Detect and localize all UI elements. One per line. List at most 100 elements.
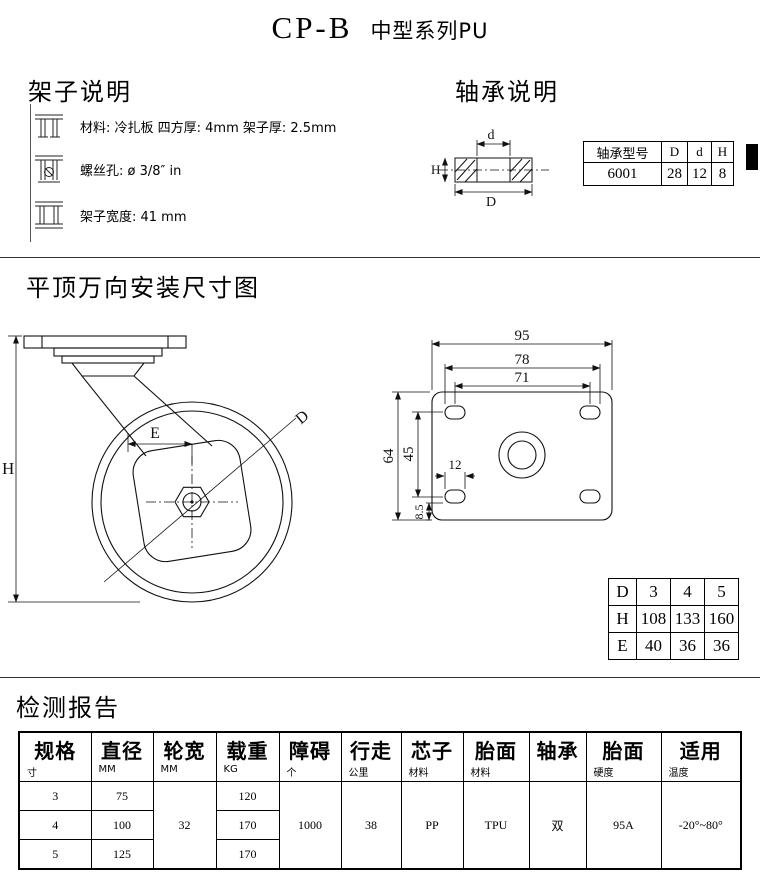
center-hole-inner (507, 440, 537, 470)
screw-hole-icon (35, 155, 63, 183)
report-section-heading: 检测报告 (16, 694, 120, 722)
section-divider (0, 257, 760, 258)
col-main-label: 障碍 (289, 739, 331, 763)
bearing-dim-H-label: H (431, 162, 440, 177)
dhe-cell: 3 (636, 578, 671, 606)
bearing-dim-d-label: d (488, 128, 495, 143)
col-main-label: 胎面 (602, 739, 645, 763)
report-cell-load: 170 (215, 839, 280, 870)
col-main-label: 轴承 (536, 739, 579, 763)
report-col-header: 行走公里 (340, 731, 402, 782)
report-cell-bearing: 双 (528, 781, 587, 870)
report-data-row: 3 75 32 120 1000 38 PP TPU 双 95A -20°~80… (18, 781, 742, 870)
report-cell-wheel-width: 32 (152, 781, 217, 870)
col-main-label: 直径 (101, 739, 143, 763)
col-unit-label: MM (160, 764, 178, 775)
col-main-label: 规格 (34, 739, 77, 763)
bolt-slot (444, 489, 466, 504)
page-edge-mark (746, 144, 758, 170)
report-cell-diameter: 75 (90, 781, 154, 811)
report-col-header: 胎面硬度 (585, 731, 662, 782)
wheel-tread-circle (100, 410, 284, 594)
report-col-header: 芯子材料 (400, 731, 464, 782)
section-divider (0, 677, 760, 678)
report-cell-temperature: -20°~80° (660, 781, 742, 870)
plate-dim-64: 64 (381, 448, 397, 464)
plate-dim-95: 95 (515, 328, 530, 344)
bearing-table-header: d (687, 141, 712, 163)
frame-screwhole-text: 螺丝孔: ø 3/8″ in (80, 163, 182, 179)
dim-E-label: E (150, 425, 160, 442)
report-col-header: 规格寸 (18, 731, 92, 782)
report-cell-load: 120 (215, 781, 280, 811)
page-title: CP-B 中型系列PU (0, 10, 760, 46)
col-unit-label: 温度 (668, 768, 689, 779)
report-cell-core-material: PP (400, 781, 464, 870)
dhe-row-label: H (608, 605, 637, 633)
col-main-label: 适用 (679, 739, 722, 763)
report-data-row: 5 125 170 (18, 839, 741, 870)
caster-body (23, 335, 293, 603)
bearing-table-cell: 6001 (583, 162, 662, 186)
plate-dim-lines (392, 340, 613, 521)
dhe-size-table: D 3 4 5 H 108 133 160 E 40 36 36 (608, 578, 739, 660)
bearing-dim-lines (439, 140, 549, 196)
bearing-table-header: D (661, 141, 688, 163)
bearing-cross-section-drawing: d D H (431, 128, 549, 210)
report-cell-travel: 38 (340, 781, 402, 870)
bracket-width-icon (35, 201, 63, 229)
dhe-row-label: D (608, 578, 637, 606)
bolt-slot (444, 405, 466, 420)
plate-body (431, 391, 613, 521)
caster-dim-lines (8, 335, 297, 603)
report-cell-obstacle: 1000 (278, 781, 342, 870)
col-unit-label: 公里 (348, 768, 369, 779)
dhe-cell: 40 (636, 632, 671, 660)
report-col-header: 障碍个 (278, 731, 342, 782)
dim-D-label: D (293, 407, 313, 427)
bolt-slot (579, 405, 601, 420)
frame-spec-row: 材料: 冷扎板 四方厚: 4mm 架子厚: 2.5mm (32, 108, 336, 144)
bracket-profile-icon (35, 114, 63, 138)
col-unit-label: KG (223, 764, 238, 775)
caster-side-view-drawing: H E D (2, 335, 313, 603)
plate-dim-71: 71 (515, 370, 530, 386)
col-unit-label: 硬度 (593, 768, 614, 779)
col-main-label: 轮宽 (163, 739, 206, 763)
bearing-table-header: 轴承型号 (583, 141, 662, 163)
col-main-label: 胎面 (475, 739, 517, 763)
col-unit-label: MM (98, 764, 116, 775)
frame-spec-row: 螺丝孔: ø 3/8″ in (32, 150, 181, 188)
report-data-row: 4 100 170 (18, 810, 741, 840)
col-unit-label: 材料 (408, 768, 429, 779)
center-hole-outer (498, 431, 546, 479)
bearing-table-cell: 12 (687, 162, 712, 186)
dhe-cell: 5 (704, 578, 739, 606)
bearing-section-heading: 轴承说明 (455, 78, 559, 106)
report-col-header: 轴承 (528, 731, 587, 782)
axle-nut-hex (174, 486, 210, 518)
frame-width-text: 架子宽度: 41 mm (80, 209, 187, 225)
plate-dim-8-5: 8.5 (412, 505, 426, 520)
bearing-spec-table: 轴承型号 D d H 6001 28 12 8 (583, 141, 734, 186)
report-cell-diameter: 100 (90, 810, 154, 840)
col-main-label: 芯子 (411, 739, 453, 763)
plate-dim-78: 78 (515, 352, 530, 368)
bearing-table-header: H (711, 141, 734, 163)
bearing-table-cell: 28 (661, 162, 688, 186)
series-name: 中型系列PU (370, 19, 489, 43)
dhe-cell: 36 (704, 632, 739, 660)
col-main-label: 行走 (350, 739, 392, 763)
report-cell-spec: 4 (18, 810, 92, 840)
col-unit-label: 个 (286, 768, 297, 779)
frame-section-heading: 架子说明 (28, 78, 132, 106)
frame-material-text: 材料: 冷扎板 四方厚: 4mm 架子厚: 2.5mm (80, 120, 337, 136)
report-col-header: 胎面材料 (462, 731, 530, 782)
dhe-cell: 160 (704, 605, 739, 633)
wheel-outer-circle (91, 401, 293, 603)
